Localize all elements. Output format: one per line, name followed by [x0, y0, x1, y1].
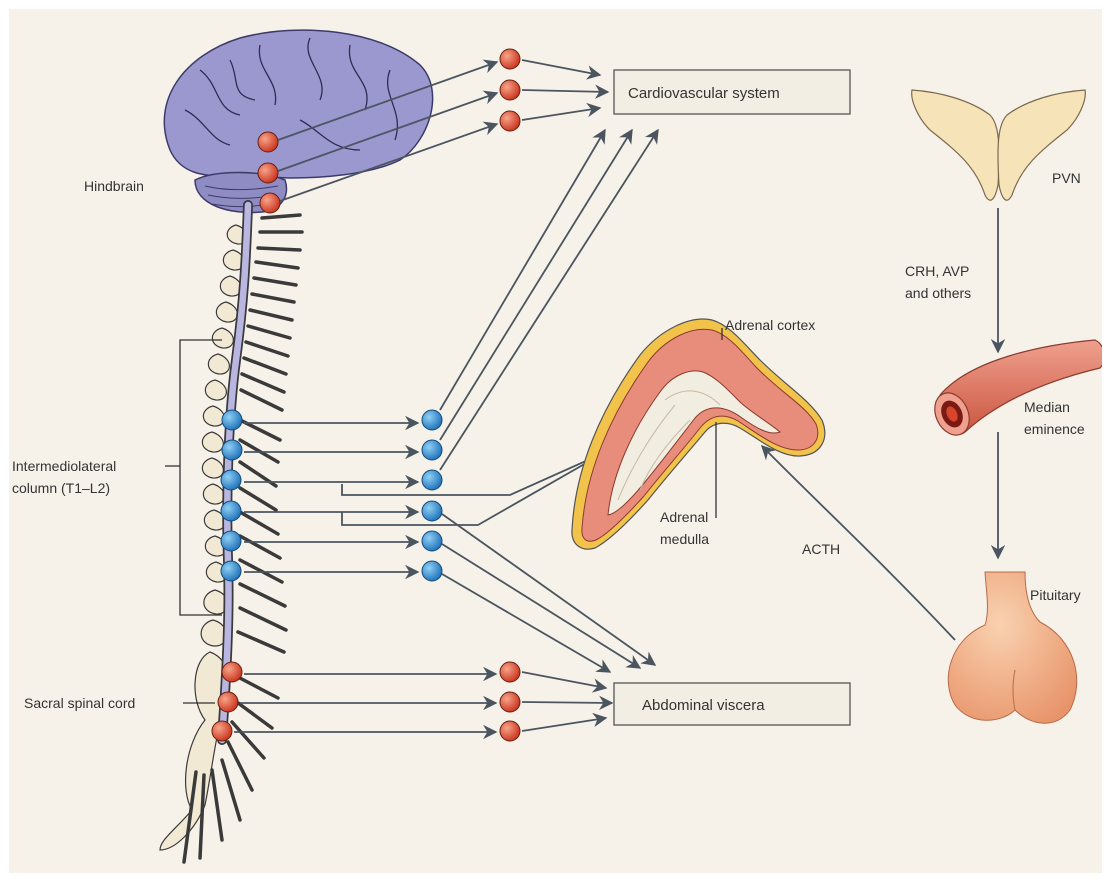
adrenal-medulla-label-line1: Adrenal [660, 509, 708, 525]
adrenal-cortex-label: Adrenal cortex [725, 317, 815, 333]
abdominal-box: Abdominal viscera [614, 683, 850, 725]
cardiovascular-label: Cardiovascular system [628, 85, 780, 102]
cardiovascular-box: Cardiovascular system [614, 70, 850, 114]
ganglion-neurons-bottom [500, 662, 520, 741]
sacral-label: Sacral spinal cord [24, 695, 135, 711]
iml-label-line1: Intermediolateral [12, 458, 116, 474]
iml-label-line2: column (T1–L2) [12, 480, 110, 496]
crh-label-line2: and others [905, 285, 971, 301]
pvn-label: PVN [1052, 170, 1081, 186]
acth-label: ACTH [802, 541, 840, 557]
crh-label-line1: CRH, AVP [905, 263, 969, 279]
hindbrain-label: Hindbrain [84, 178, 144, 194]
median-eminence-label-line2: eminence [1024, 421, 1085, 437]
hindbrain-neurons [258, 132, 280, 213]
ganglion-neurons-top [500, 49, 520, 131]
figure-panel: Cardiovascular system Abdominal viscera … [9, 9, 1102, 873]
abdominal-label: Abdominal viscera [642, 697, 765, 714]
median-eminence-label-line1: Median [1024, 399, 1070, 415]
brain-illustration [164, 30, 432, 212]
diagram-svg: Cardiovascular system Abdominal viscera … [9, 9, 1102, 873]
adrenal-medulla-label-line2: medulla [660, 531, 709, 547]
pituitary-label: Pituitary [1030, 587, 1081, 603]
